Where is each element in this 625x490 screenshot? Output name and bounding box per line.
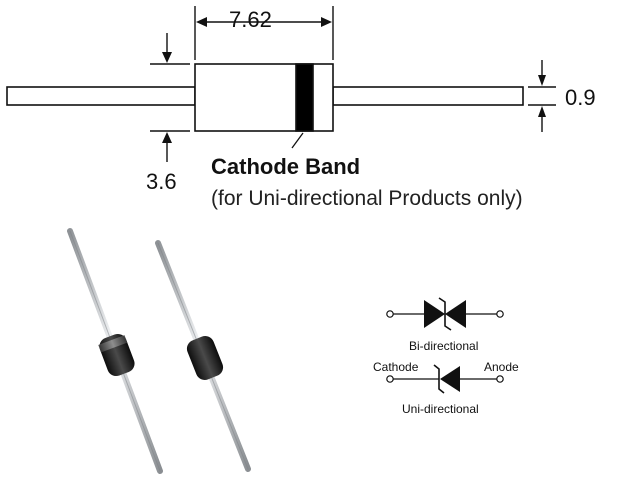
- cathode-band-title: Cathode Band: [211, 154, 361, 179]
- length-value: 7.62: [229, 7, 272, 32]
- unidirectional-caption: Uni-directional: [402, 402, 479, 416]
- lead-diameter-value: 0.9: [565, 85, 596, 110]
- diameter-dimension: [150, 33, 190, 162]
- arrow-down-icon: [162, 52, 172, 63]
- arrow-down-small-icon: [538, 75, 546, 86]
- diode-photo-1: [67, 228, 163, 474]
- cathode-band: [295, 63, 314, 132]
- diode-photo-2: [155, 240, 251, 472]
- arrow-up-small-icon: [538, 106, 546, 117]
- bidirectional-symbol: [386, 297, 504, 331]
- arrow-right-icon: [321, 17, 332, 27]
- arrow-up-icon: [162, 132, 172, 143]
- right-lead: [332, 86, 524, 106]
- lead-dimension: [528, 60, 556, 132]
- unidirectional-symbol: [386, 364, 504, 394]
- cathode-label: Cathode: [373, 360, 419, 374]
- outline-drawing: [6, 63, 524, 132]
- band-leader-line: [291, 132, 304, 149]
- left-lead: [6, 86, 196, 106]
- bidirectional-caption: Bi-directional: [409, 339, 479, 353]
- cathode-band-note: (for Uni-directional Products only): [211, 187, 523, 210]
- diameter-value: 3.6: [146, 169, 177, 194]
- anode-label: Anode: [484, 360, 519, 374]
- arrow-left-icon: [196, 17, 207, 27]
- length-dimension: [194, 6, 334, 60]
